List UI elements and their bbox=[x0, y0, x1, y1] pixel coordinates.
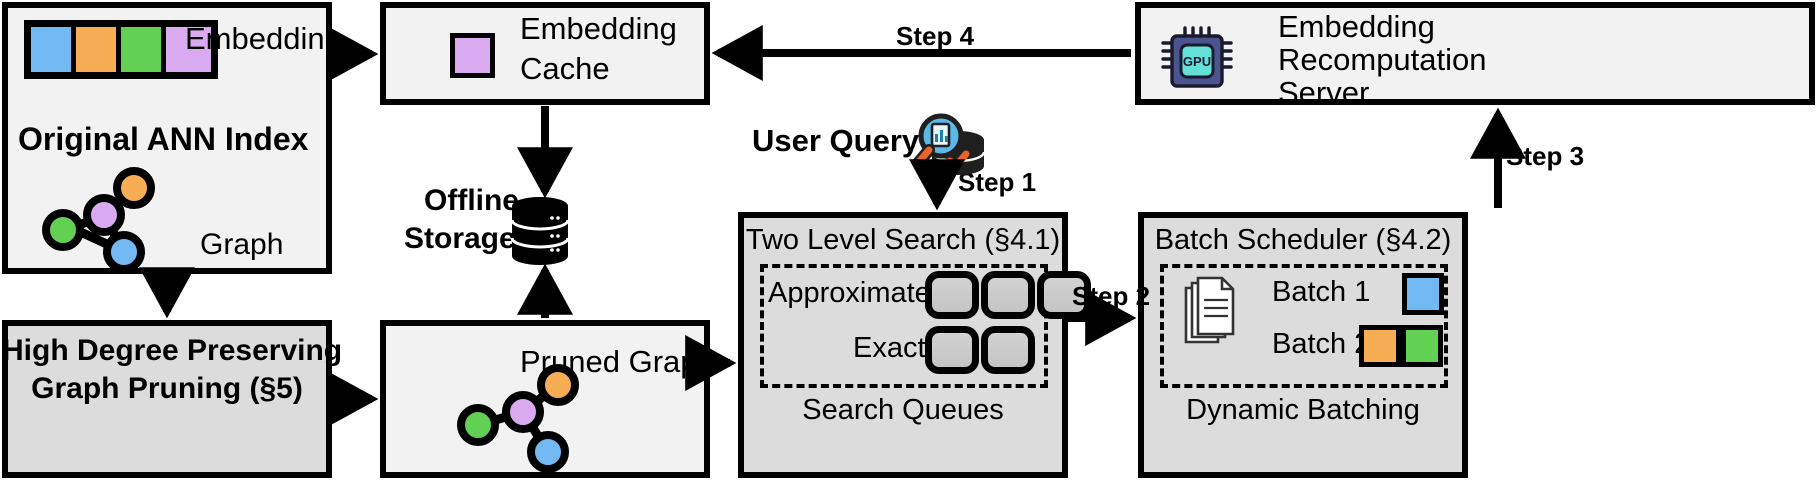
node-graph-pruning[interactable] bbox=[2, 320, 332, 478]
node-recomputation-server[interactable] bbox=[1135, 2, 1815, 105]
step-1-label: Step 1 bbox=[958, 167, 1037, 197]
step-3-label: Step 3 bbox=[1506, 141, 1585, 171]
approximate-slots[interactable] bbox=[925, 271, 1091, 319]
recomputation-server-line3: Server bbox=[1278, 75, 1370, 110]
user-query-label: User Query bbox=[752, 123, 920, 158]
embedding-cache-chip-icon bbox=[450, 33, 495, 78]
step-4-label: Step 4 bbox=[896, 21, 975, 51]
graph-pruning-line2: Graph Pruning (§5) bbox=[31, 372, 303, 405]
embedding-cell-orange bbox=[76, 27, 121, 72]
embedding-cell-purple bbox=[166, 27, 211, 72]
pruned-graph-label: Pruned Graph bbox=[520, 344, 715, 379]
node-batch-scheduler[interactable] bbox=[1138, 212, 1468, 478]
dynamic-batching-caption: Dynamic Batching bbox=[1186, 394, 1420, 426]
queue-slot[interactable] bbox=[925, 271, 979, 319]
embedding-label: Embedding bbox=[185, 21, 342, 56]
node-two-level-search[interactable] bbox=[738, 212, 1068, 478]
graph-label: Graph bbox=[200, 228, 284, 261]
batch-2-chip-green bbox=[1401, 325, 1443, 367]
exact-label: Exact bbox=[853, 332, 926, 364]
offline-storage-line1: Offline bbox=[424, 184, 519, 217]
database-icon bbox=[510, 197, 570, 265]
queue-slot[interactable] bbox=[981, 326, 1035, 374]
two-level-search-title: Two Level Search (§4.1) bbox=[745, 224, 1061, 256]
recomputation-server-line2: Recomputation bbox=[1278, 42, 1487, 77]
recomputation-server-line1: Embedding bbox=[1278, 9, 1435, 44]
batch-1-chip-blue bbox=[1402, 273, 1444, 315]
node-embedding-cache[interactable] bbox=[380, 2, 710, 105]
queue-slot[interactable] bbox=[925, 326, 979, 374]
offline-storage-line2: Storage bbox=[404, 222, 516, 255]
batch-2-label: Batch 2 bbox=[1272, 328, 1371, 360]
graph-pruning-line1: High Degree Preserving bbox=[2, 334, 343, 367]
original-ann-index-title: Original ANN Index bbox=[18, 121, 309, 157]
batch-2-chip-orange bbox=[1359, 325, 1401, 367]
embedding-strip bbox=[24, 20, 218, 79]
embedding-cell-blue bbox=[31, 27, 76, 72]
search-queues-group bbox=[760, 264, 1048, 388]
embedding-cache-line1: Embedding bbox=[520, 11, 677, 46]
embedding-cache-line2: Cache bbox=[520, 51, 610, 86]
queue-slot[interactable] bbox=[981, 271, 1035, 319]
batch-1-label: Batch 1 bbox=[1272, 276, 1371, 308]
step-2-label: Step 2 bbox=[1072, 281, 1151, 311]
exact-slots[interactable] bbox=[925, 326, 1035, 374]
dynamic-batching-group bbox=[1160, 264, 1448, 388]
search-queues-caption: Search Queues bbox=[802, 394, 1004, 426]
embedding-cell-green bbox=[121, 27, 166, 72]
batch-scheduler-title: Batch Scheduler (§4.2) bbox=[1154, 224, 1452, 256]
approximate-label: Approximate bbox=[768, 277, 931, 309]
